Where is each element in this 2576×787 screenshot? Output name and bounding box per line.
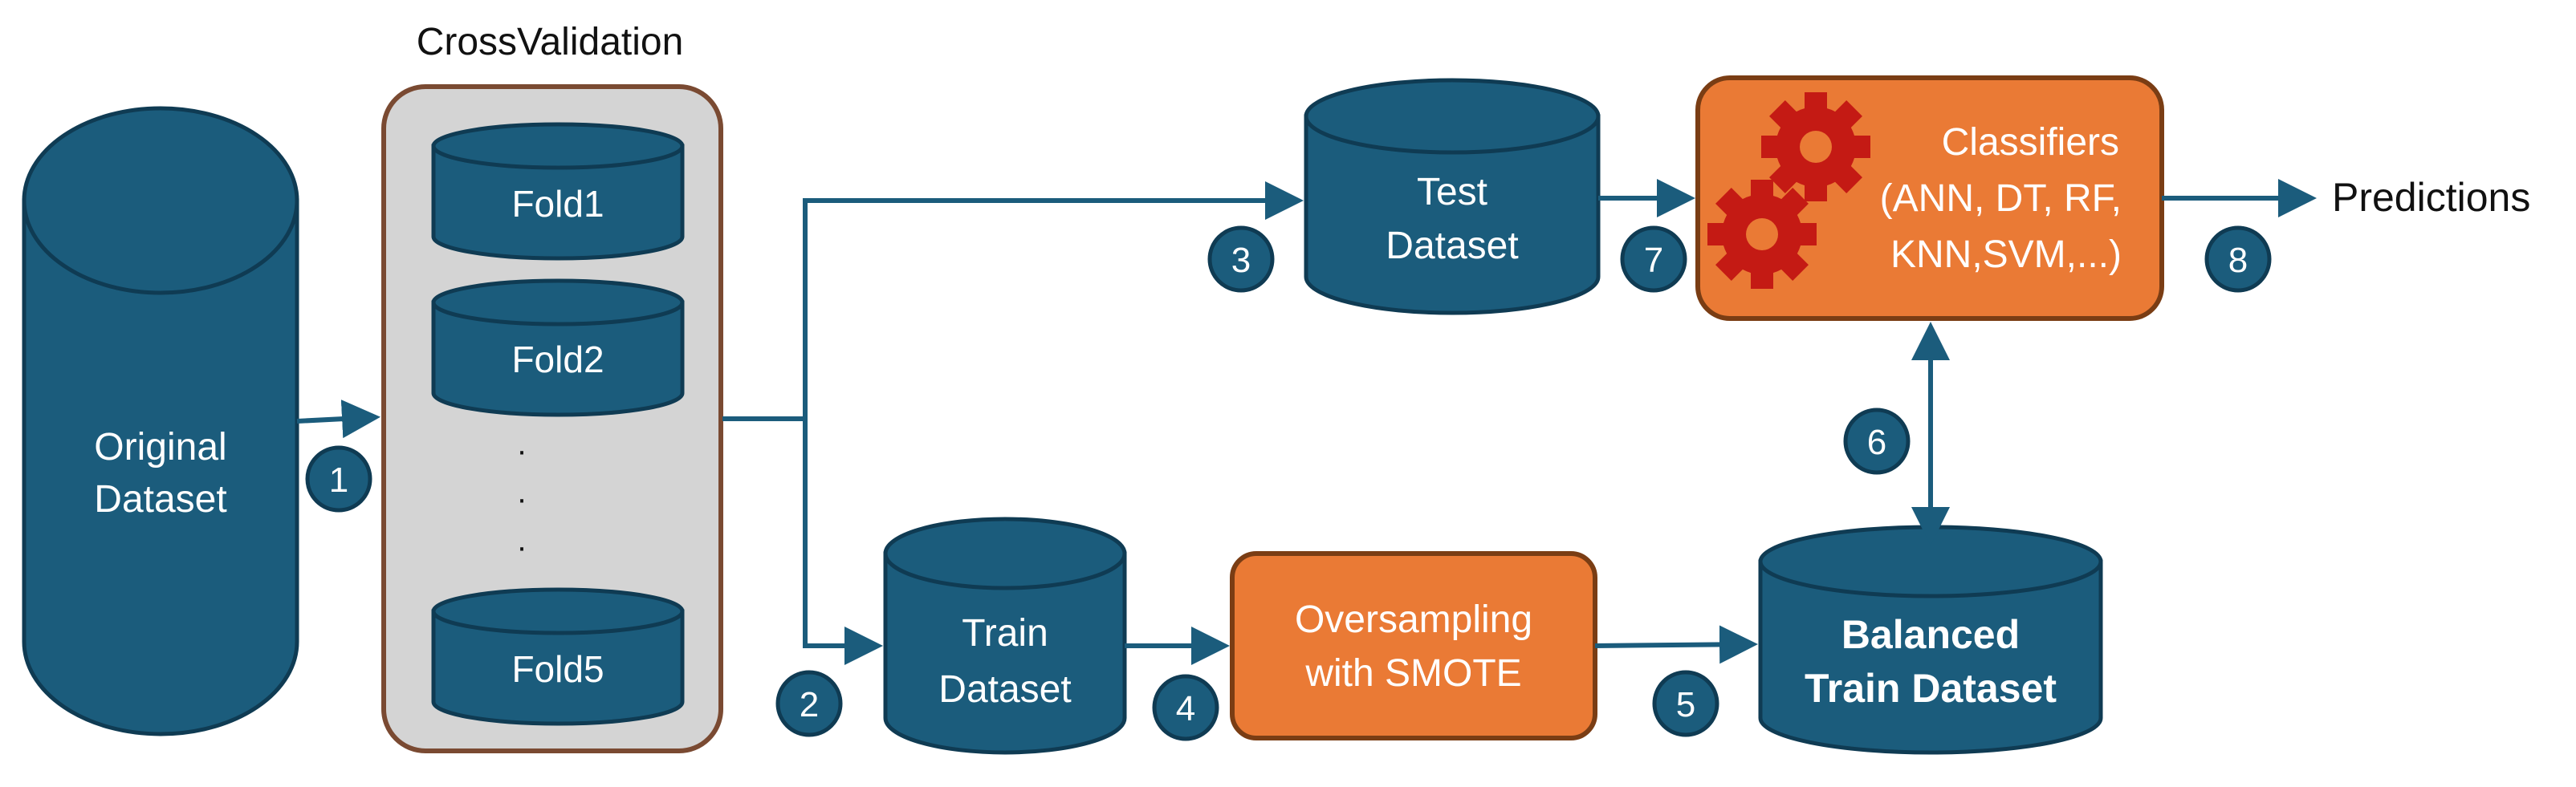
connectors [296, 179, 2317, 665]
crossvalidation-title: CrossValidation [417, 21, 684, 63]
oversampling-label-line1: Oversampling [1295, 598, 1532, 641]
ellipsis-dot: · [516, 433, 527, 469]
classifiers-label-line1: Classifiers [1942, 121, 2119, 164]
predictions-label: Predictions [2332, 175, 2530, 220]
step-number: 6 [1867, 423, 1886, 462]
oversampling-box: Oversampling with SMOTE [1230, 551, 1597, 740]
step-number: 2 [800, 685, 819, 724]
step-badge: 4 [1152, 674, 1219, 741]
test-dataset-cylinder: Test Dataset [1304, 78, 1601, 315]
step-badge: 3 [1207, 225, 1275, 293]
step-number: 3 [1231, 241, 1251, 280]
original-dataset-label-line2: Dataset [94, 478, 226, 521]
ellipsis-dot: · [516, 529, 527, 565]
train-dataset-cylinder: Train Dataset [883, 517, 1127, 755]
step-number: 1 [329, 460, 348, 500]
classifiers-box: Classifiers (ANN, DT, RF, KNN,SVM,...) [1695, 75, 2164, 321]
test-dataset-label-line2: Dataset [1386, 225, 1518, 267]
fold1-label: Fold1 [511, 183, 604, 225]
fold5-cylinder: Fold5 [431, 587, 685, 726]
step-number: 4 [1176, 689, 1195, 728]
step-badge: 1 [305, 445, 372, 513]
arrow-original-to-crossvalidation [296, 400, 380, 439]
classifiers-label-line3: KNN,SVM,...) [1890, 233, 2122, 276]
train-dataset-label-line1: Train [962, 612, 1048, 655]
arrow-to-train-dataset [803, 419, 883, 665]
gears-icon [1707, 92, 1870, 289]
crossvalidation-panel: Fold1 Fold2 · · · Fold5 [381, 84, 723, 753]
step-badge: 8 [2204, 225, 2272, 293]
arrow-oversampling-to-balanced [1594, 625, 1758, 664]
classifiers-label-line2: (ANN, DT, RF, [1880, 177, 2122, 220]
balanced-dataset-label-line2: Train Dataset [1805, 666, 2057, 711]
fold5-label: Fold5 [511, 648, 604, 690]
balanced-train-dataset-cylinder: Balanced Train Dataset [1758, 525, 2103, 755]
step-number: 8 [2228, 241, 2248, 280]
step-badge: 6 [1843, 408, 1911, 475]
ellipsis-dot: · [516, 481, 527, 517]
fold1-cylinder: Fold1 [431, 122, 685, 261]
test-dataset-label-line1: Test [1417, 171, 1487, 213]
step-number: 7 [1644, 241, 1663, 280]
step-badge: 5 [1652, 670, 1719, 737]
original-dataset-cylinder: Original Dataset [22, 106, 299, 736]
step-badge: 7 [1620, 225, 1687, 293]
step-number: 5 [1676, 685, 1695, 724]
arrow-to-test-dataset [803, 181, 1304, 419]
fold2-label: Fold2 [511, 339, 604, 380]
balanced-dataset-label-line1: Balanced [1841, 612, 2020, 657]
train-dataset-label-line2: Dataset [938, 668, 1071, 711]
original-dataset-label-line1: Original [94, 426, 226, 469]
oversampling-label-line2: with SMOTE [1304, 652, 1521, 695]
fold2-cylinder: Fold2 [431, 278, 685, 417]
step-badge: 2 [775, 670, 843, 737]
